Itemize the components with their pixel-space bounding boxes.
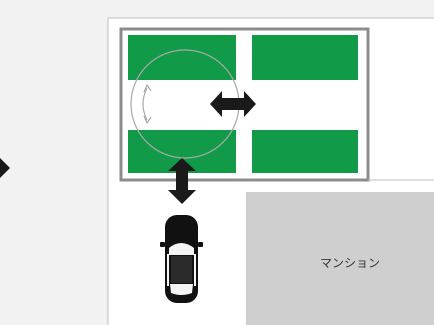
parking-space-top-right	[252, 35, 358, 80]
building-label: マンション	[320, 256, 380, 270]
turn-arc-arrowhead-top	[143, 83, 152, 93]
horizontal-double-arrow-icon	[210, 91, 256, 117]
car-icon	[160, 215, 203, 303]
parking-space-bottom-right	[252, 130, 358, 173]
parking-lot-outline	[119, 27, 370, 182]
left-edge-arrow-icon	[0, 158, 10, 178]
apartment-building	[246, 192, 434, 325]
parking-space-top-left	[128, 35, 236, 80]
turn-arc-icon	[142, 87, 148, 121]
vertical-double-arrow-icon	[168, 158, 196, 204]
turn-arc-arrowhead-bottom	[143, 115, 152, 125]
